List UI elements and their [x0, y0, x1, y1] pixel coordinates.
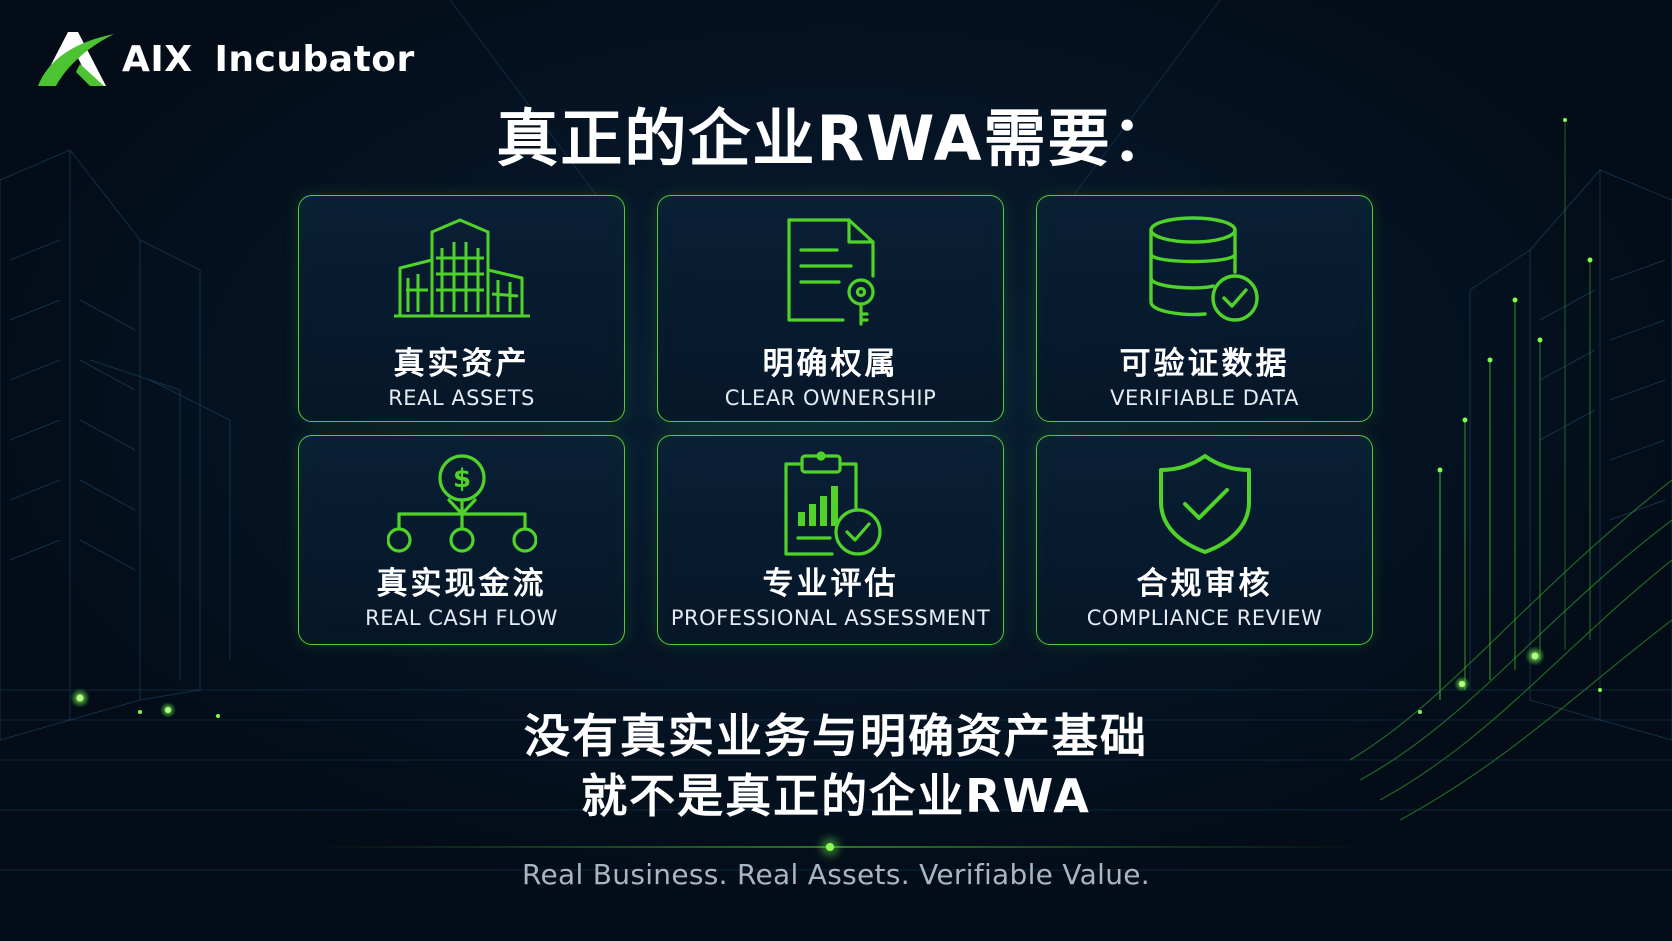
- statement-line-2: 就不是真正的企业RWA: [581, 769, 1091, 823]
- brand-name-part1: AIX: [122, 38, 193, 80]
- brand-name-part2: Incubator: [214, 38, 415, 80]
- card-verifiable-data: 可验证数据 VERIFIABLE DATA: [1036, 195, 1373, 422]
- building-icon: [393, 218, 530, 318]
- card-title-zh: 真实现金流: [376, 566, 547, 602]
- card-title-en: CLEAR OWNERSHIP: [724, 386, 937, 410]
- card-title-zh: 明确权属: [762, 346, 899, 382]
- card-title-en: REAL ASSETS: [388, 386, 535, 410]
- card-title-zh: 专业评估: [762, 566, 899, 602]
- shield-check-icon: [1158, 454, 1251, 554]
- tagline: Real Business. Real Assets. Verifiable V…: [522, 858, 1150, 891]
- card-compliance-review: 合规审核 COMPLIANCE REVIEW: [1036, 435, 1373, 645]
- card-title-zh: 合规审核: [1136, 566, 1273, 602]
- svg-text:$: $: [452, 464, 470, 494]
- card-real-cash-flow: $ 真实现金流 REAL CASH FLOW: [298, 435, 625, 645]
- divider-glow-dot: [826, 843, 834, 851]
- brand-name: AIX Incubator: [122, 39, 415, 80]
- clipboard-chart-check-icon: [783, 451, 882, 556]
- document-key-icon: [786, 218, 875, 326]
- brand-logo: AIX Incubator: [34, 24, 415, 94]
- card-title-zh: 可验证数据: [1119, 346, 1290, 382]
- card-clear-ownership: 明确权属 CLEAR OWNERSHIP: [657, 195, 1004, 422]
- card-title-en: REAL CASH FLOW: [365, 606, 558, 630]
- card-title-en: VERIFIABLE DATA: [1110, 386, 1299, 410]
- page-title: 真正的企业RWA需要：: [496, 102, 1176, 175]
- statement-line-1: 没有真实业务与明确资产基础: [524, 709, 1148, 763]
- card-real-assets: 真实资产 REAL ASSETS: [298, 195, 625, 422]
- card-title-en: COMPLIANCE REVIEW: [1086, 606, 1323, 630]
- dollar-network-icon: $: [386, 454, 537, 553]
- database-check-icon: [1148, 216, 1259, 322]
- card-title-en: PROFESSIONAL ASSESSMENT: [670, 606, 991, 630]
- divider-line: [310, 846, 1370, 848]
- card-professional-assessment: 专业评估 PROFESSIONAL ASSESSMENT: [657, 435, 1004, 645]
- card-title-zh: 真实资产: [393, 346, 530, 382]
- aix-logo-mark-icon: [38, 32, 114, 86]
